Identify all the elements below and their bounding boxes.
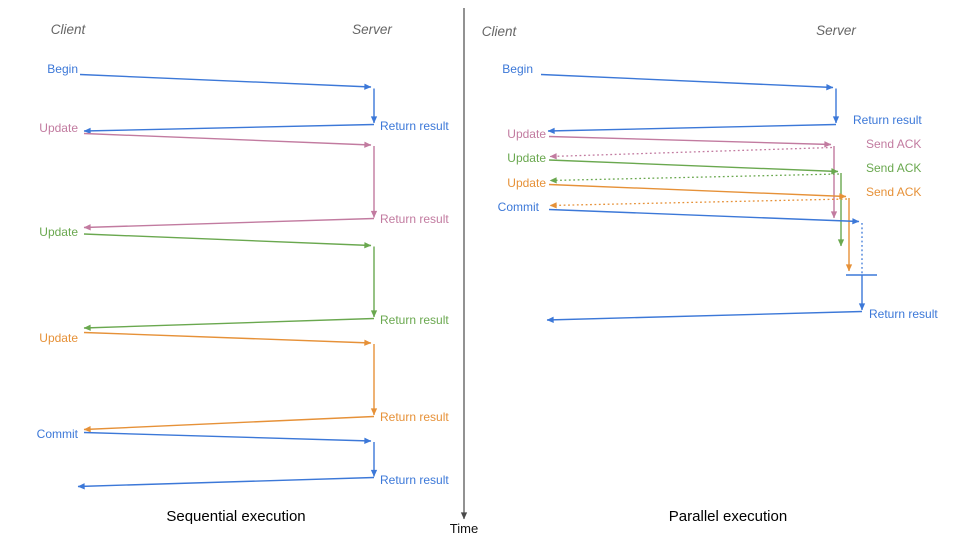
left-update2-label: Update [39,225,78,239]
time-axis-label: Time [450,521,478,536]
left-commit-label: Commit [37,427,79,441]
right-message-begin: Begin Return result [502,62,922,134]
right-begin-label: Begin [502,62,533,76]
left-begin-response-label: Return result [380,119,449,133]
right-update3-response-label: Send ACK [866,185,921,199]
left-message-commit: Commit Return result [37,427,449,490]
sequential-panel: Client Server Begin Return result Update… [37,22,450,525]
right-client-header: Client [482,24,518,39]
left-update1-response-line [83,217,375,231]
left-message-update-3: Update Return result [39,331,449,433]
left-commit-response-label: Return result [380,473,449,487]
left-message-begin: Begin Return result [47,62,449,135]
left-client-header: Client [51,22,87,37]
left-commit-request-line [83,431,372,444]
left-panel-title: Sequential execution [166,508,305,525]
right-message-commit: Commit Return result [498,200,938,323]
right-update3-ack-line [549,198,848,209]
left-begin-request-line [79,73,372,90]
right-commit-label: Commit [498,200,540,214]
left-commit-response-line [77,476,375,490]
left-update3-response-line [83,415,375,433]
right-message-update-3: Update Send ACK [507,176,921,272]
parallel-panel: Client Server Begin Return result Update… [482,23,939,525]
left-update3-response-label: Return result [380,410,449,424]
right-update3-label: Update [507,176,546,190]
right-message-update-1: Update Send ACK [507,127,921,219]
right-update2-response-label: Send ACK [866,161,921,175]
right-update3-request-line [548,183,847,200]
time-axis: Time [450,8,478,536]
left-update2-response-line [83,317,375,331]
left-begin-label: Begin [47,62,78,76]
left-update3-request-line [83,331,372,346]
right-commit-response-label: Return result [869,307,938,321]
right-begin-response-line [547,123,837,134]
left-update3-label: Update [39,331,78,345]
right-panel-title: Parallel execution [669,508,787,525]
left-message-update-1: Update Return result [39,121,449,231]
left-update1-request-line [83,132,372,148]
left-begin-response-line [83,123,375,135]
right-update1-request-line [548,135,832,148]
right-commit-response-line [546,310,863,323]
right-update2-request-line [548,159,839,175]
right-begin-request-line [540,73,834,91]
right-message-update-2: Update Send ACK [507,151,921,247]
right-update1-label: Update [507,127,546,141]
left-update2-response-label: Return result [380,313,449,327]
right-update1-response-label: Send ACK [866,137,921,151]
left-update1-label: Update [39,121,78,135]
left-message-update-2: Update Return result [39,225,449,331]
right-update1-ack-line [549,146,833,160]
left-update2-request-line [83,233,372,249]
right-server-header: Server [816,23,856,38]
right-begin-response-label: Return result [853,113,922,127]
right-update2-ack-line [549,173,840,184]
left-server-header: Server [352,22,392,37]
left-update1-response-label: Return result [380,212,449,226]
right-update2-label: Update [507,151,546,165]
right-commit-request-line [548,208,860,225]
